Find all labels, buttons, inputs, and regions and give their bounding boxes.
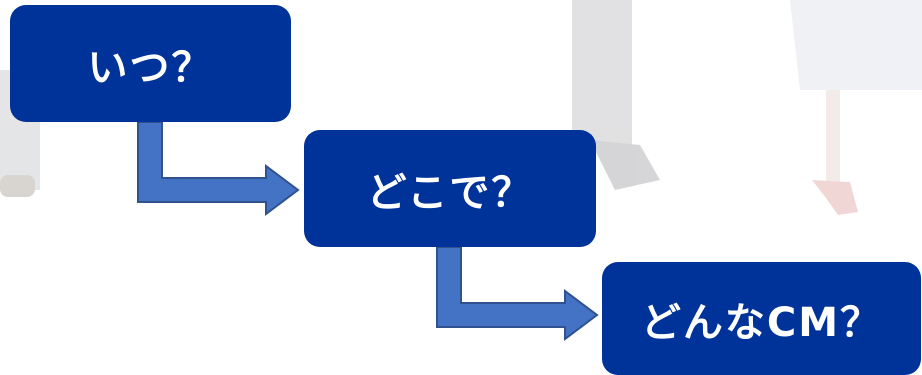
- step-label-what-cm: どんなCM？: [641, 290, 882, 348]
- step-label-where: どこで？: [367, 160, 534, 218]
- arrow-step2-to-step3: [437, 247, 597, 339]
- step-box-what-cm: どんなCM？: [602, 262, 921, 375]
- step-box-where: どこで？: [304, 130, 596, 247]
- arrow-step1-to-step2: [138, 122, 298, 214]
- step-box-when: いつ？: [10, 5, 291, 122]
- step-label-when: いつ？: [88, 35, 214, 93]
